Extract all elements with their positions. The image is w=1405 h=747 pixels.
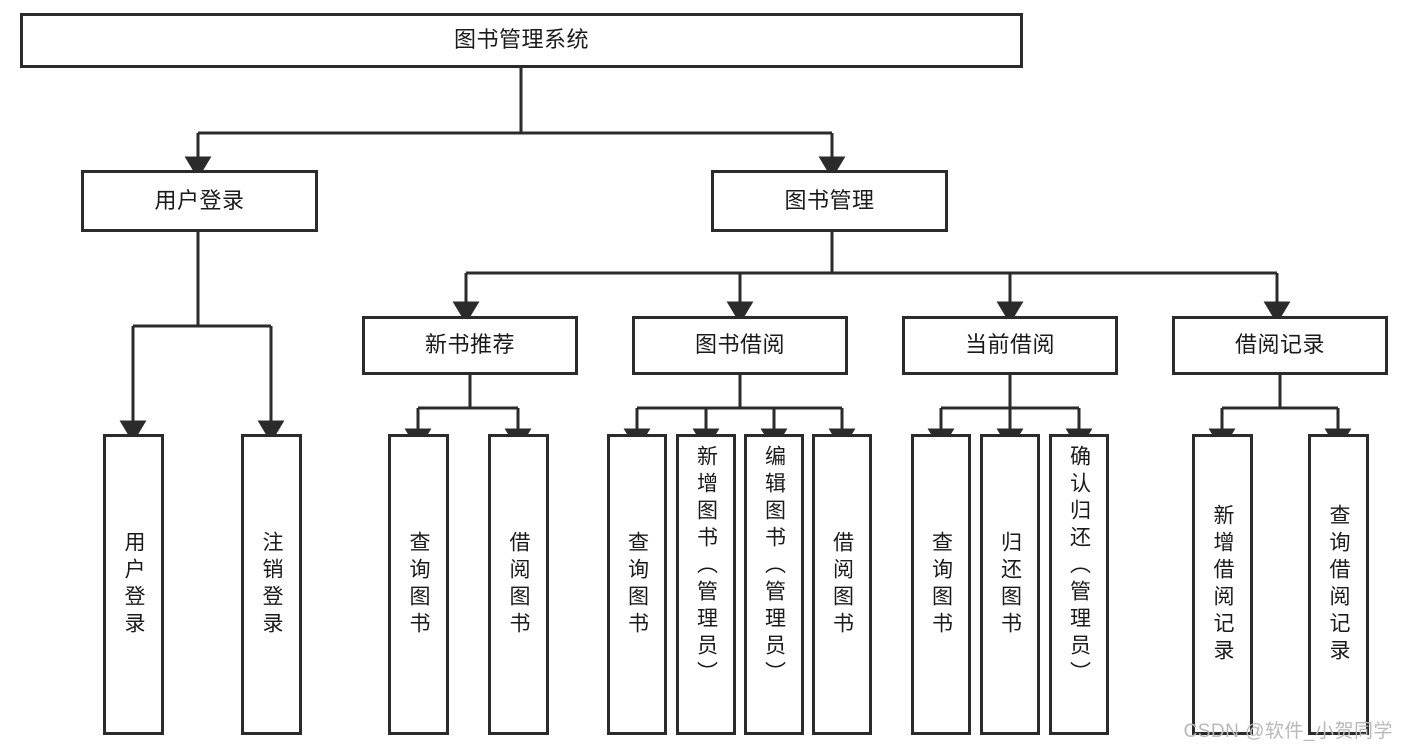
leaf-query-record[interactable]: 查询借阅记录 [1308,434,1369,735]
node-root-label: 图书管理系统 [453,27,589,53]
node-current-borrow[interactable]: 当前借阅 [902,316,1118,375]
leaf-edit-book[interactable]: 编辑图书（管理员） [744,434,804,735]
csdn-watermark: CSDN @软件_小贺同学 [1183,721,1393,742]
node-new-book-rec-label: 新书推荐 [424,332,515,358]
leaf-add-book-label: 新增图书（管理员） [694,445,718,688]
leaf-borrow-book-1-label: 借阅图书 [507,530,530,639]
leaf-query-book-2-label: 查询图书 [625,530,649,639]
node-book-borrow-label: 图书借阅 [694,332,785,358]
leaf-confirm-return[interactable]: 确认归还（管理员） [1049,434,1109,735]
node-new-book-rec[interactable]: 新书推荐 [362,316,578,375]
leaf-user-login[interactable]: 用户登录 [103,434,164,735]
leaf-edit-book-label: 编辑图书（管理员） [762,445,786,688]
leaf-add-record-label: 新增借阅记录 [1211,503,1234,666]
node-book-borrow[interactable]: 图书借阅 [632,316,848,375]
leaf-user-logout[interactable]: 注销登录 [241,434,302,735]
node-user-login[interactable]: 用户登录 [81,170,318,232]
leaf-borrow-book-2-label: 借阅图书 [830,530,854,639]
leaf-query-book-2[interactable]: 查询图书 [607,434,667,735]
node-borrow-record[interactable]: 借阅记录 [1172,316,1388,375]
node-user-login-label: 用户登录 [154,187,245,213]
node-root[interactable]: 图书管理系统 [20,13,1023,68]
node-book-manage-label: 图书管理 [784,187,875,213]
node-current-borrow-label: 当前借阅 [964,332,1055,358]
leaf-query-book-3[interactable]: 查询图书 [911,434,971,735]
leaf-confirm-return-label: 确认归还（管理员） [1067,445,1091,688]
leaf-user-login-label: 用户登录 [122,530,145,639]
leaf-borrow-book-1[interactable]: 借阅图书 [488,434,549,735]
leaf-query-book-1-label: 查询图书 [407,530,430,639]
node-book-manage[interactable]: 图书管理 [711,170,948,232]
leaf-query-book-1[interactable]: 查询图书 [388,434,449,735]
leaf-add-record[interactable]: 新增借阅记录 [1192,434,1253,735]
leaf-user-logout-label: 注销登录 [260,530,283,639]
leaf-add-book[interactable]: 新增图书（管理员） [676,434,736,735]
node-borrow-record-label: 借阅记录 [1234,332,1325,358]
leaf-borrow-book-2[interactable]: 借阅图书 [812,434,872,735]
leaf-query-book-3-label: 查询图书 [929,530,953,639]
leaf-return-book[interactable]: 归还图书 [980,434,1040,735]
leaf-return-book-label: 归还图书 [998,530,1022,639]
leaf-query-record-label: 查询借阅记录 [1327,503,1350,666]
